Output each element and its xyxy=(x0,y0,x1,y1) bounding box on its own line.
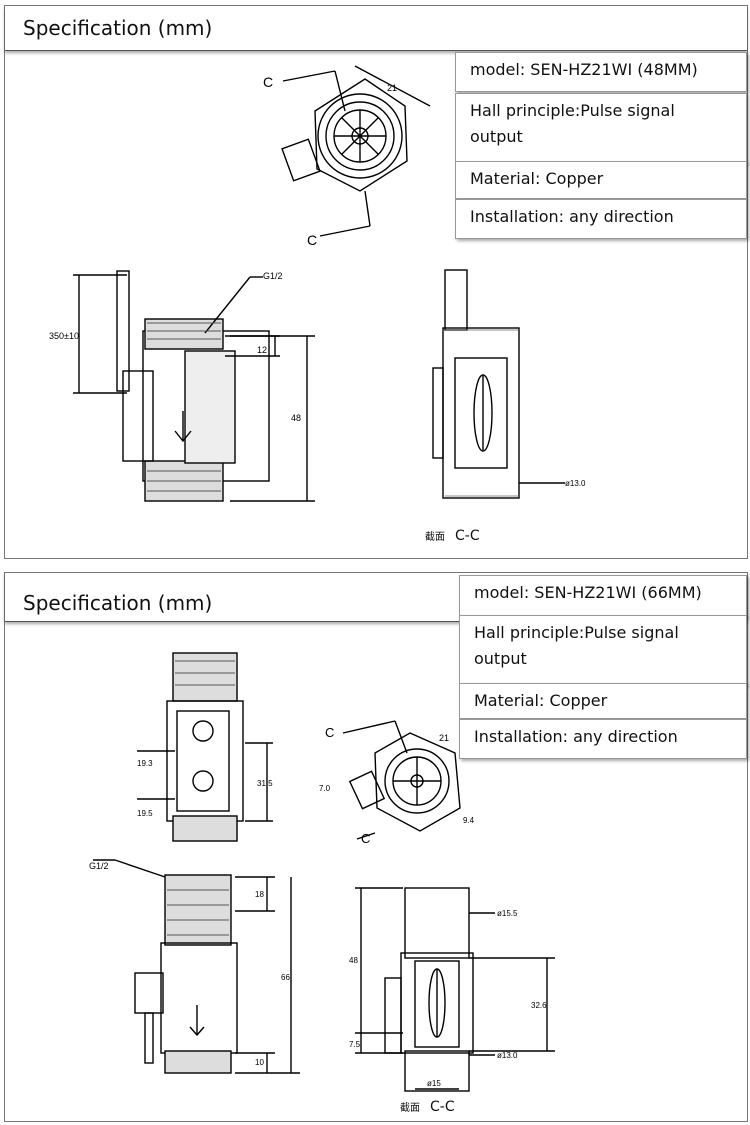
title-bar: Specification (mm) xyxy=(5,6,747,51)
spec-model: model: SEN-HZ21WI (66MM) xyxy=(459,575,747,617)
dim-9-4: 9.4 xyxy=(463,816,475,825)
spec-material: Material: Copper xyxy=(459,683,747,719)
panel-title: Specification (mm) xyxy=(23,591,213,615)
spec-principle: Hall principle:Pulse signal output xyxy=(459,615,747,685)
dim-19-5: 19.5 xyxy=(137,809,153,818)
dim-12: 12 xyxy=(257,345,267,355)
spec-material: Material: Copper xyxy=(455,161,747,199)
spec-model: model: SEN-HZ21WI (48MM) xyxy=(455,52,747,92)
top-view-drawing: C C 21 xyxy=(263,65,431,248)
dim-13: ø13.0 xyxy=(565,479,586,488)
side-view-drawing: G1/2 350±10 12 48 xyxy=(49,270,315,502)
section-mark-c-top: C xyxy=(325,725,334,740)
spec-panel-66mm: Specification (mm) model: SEN-HZ21WI (66… xyxy=(4,572,748,1122)
spec-installation: Installation: any direction xyxy=(455,199,747,239)
dim-66: 66 xyxy=(281,973,290,982)
dim-48: 48 xyxy=(349,956,358,965)
dim-13: ø13.0 xyxy=(497,1051,518,1060)
front-view-drawing: 19.3 31.5 19.5 xyxy=(137,652,273,842)
dim-18: 18 xyxy=(255,890,264,899)
dim-48: 48 xyxy=(291,413,301,423)
dim-10: 10 xyxy=(255,1058,264,1067)
dim-cable-length: 350±10 xyxy=(49,331,79,341)
section-view-drawing: ø13.0 xyxy=(432,269,586,499)
spec-panel-48mm: Specification (mm) model: SEN-HZ21WI (48… xyxy=(4,5,748,559)
section-view-drawing: ø15.5 48 32.6 7.5 ø13.0 ø15 xyxy=(349,887,555,1092)
dim-15-5: ø15.5 xyxy=(497,909,518,918)
section-mark-c-top: C xyxy=(263,74,273,90)
dim-32-6: 32.6 xyxy=(531,1001,547,1010)
thread-label: G1/2 xyxy=(89,861,109,871)
dim-19-3: 19.3 xyxy=(137,759,153,768)
spec-principle: Hall principle:Pulse signal output xyxy=(455,93,747,163)
dim-7: 7.0 xyxy=(319,784,331,793)
section-mark-c-bottom: C xyxy=(307,232,317,248)
panel-title: Specification (mm) xyxy=(23,16,213,40)
spec-installation: Installation: any direction xyxy=(459,719,747,759)
side-view-drawing: G1/2 18 66 10 xyxy=(89,859,300,1074)
top-view-drawing: C C 21 7.0 9.4 xyxy=(319,720,475,846)
dim-31-5: 31.5 xyxy=(257,779,273,788)
dim-21: 21 xyxy=(387,83,397,93)
section-mark-c-bottom: C xyxy=(361,831,370,846)
dim-7-5: 7.5 xyxy=(349,1040,361,1049)
thread-label: G1/2 xyxy=(263,271,283,281)
dim-21: 21 xyxy=(439,733,449,743)
dim-15: ø15 xyxy=(427,1079,441,1088)
